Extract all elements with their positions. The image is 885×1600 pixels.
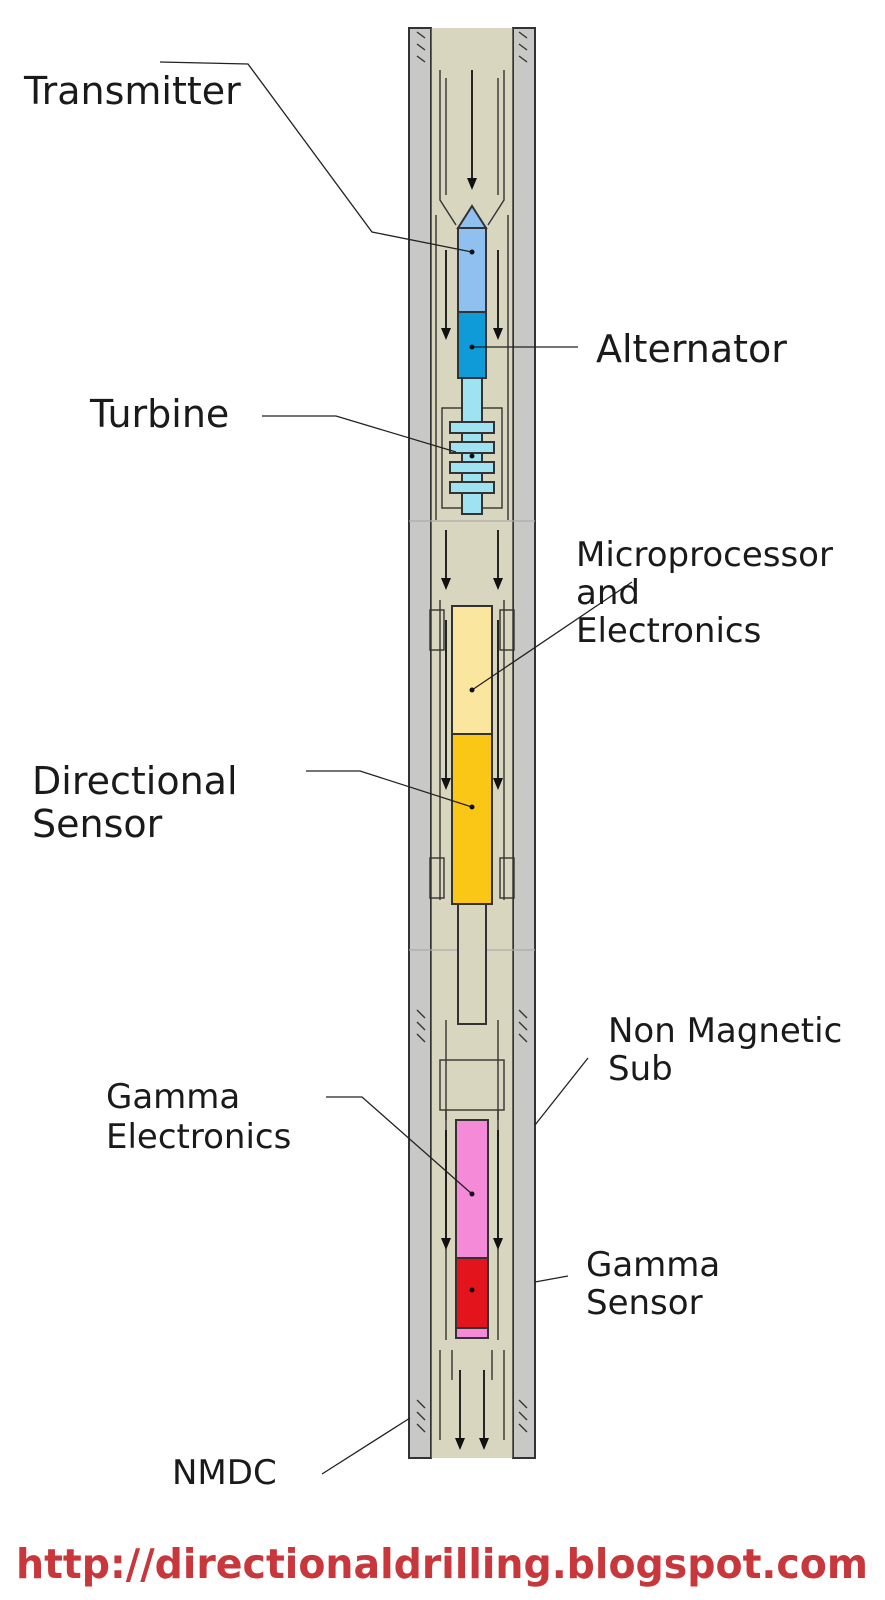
label-gamma-electronics-line1: Gamma [106,1077,240,1117]
electronics-housing [429,600,515,900]
component-labels: Transmitter Alternator Turbine Microproc… [23,69,842,1493]
label-directional-line2: Sensor [32,802,163,846]
bottom-nozzle [439,1350,505,1440]
label-nonmagnetic-line2: Sub [608,1049,673,1089]
label-directional-line1: Directional [32,759,238,803]
leader-lines [159,61,633,1475]
label-nonmagnetic-line1: Non Magnetic [608,1011,842,1051]
top-thread [416,31,528,63]
label-microprocessor-line2: and [576,573,640,613]
microprocessor-module [451,605,493,735]
label-transmitter: Transmitter [23,69,241,113]
gamma-electronics-module [455,1119,489,1259]
label-gamma-sensor-line2: Sensor [586,1283,703,1323]
bottom-thread [416,1009,528,1433]
lower-connector [439,903,505,1120]
gamma-sensor-module [455,1257,489,1329]
label-nmdc: NMDC [172,1453,277,1493]
turbine-module [449,377,495,515]
label-microprocessor-line1: Microprocessor [576,535,833,575]
gamma-sensor-cap [455,1327,489,1339]
label-microprocessor-line3: Electronics [576,611,761,651]
directional-sensor-module [451,733,493,905]
transmitter-module [456,204,488,313]
label-turbine: Turbine [89,392,229,436]
turbine-blades [449,421,495,494]
watermark-url: http://directionaldrilling.blogspot.com [16,1540,868,1588]
label-alternator: Alternator [596,327,787,371]
collar-right-wall [512,27,536,1459]
drill-collar [408,27,536,1459]
mud-flow-arrows [441,70,503,1450]
transmitter-body [457,227,487,313]
label-gamma-electronics-line2: Electronics [106,1117,291,1157]
label-gamma-sensor-line1: Gamma [586,1245,720,1285]
